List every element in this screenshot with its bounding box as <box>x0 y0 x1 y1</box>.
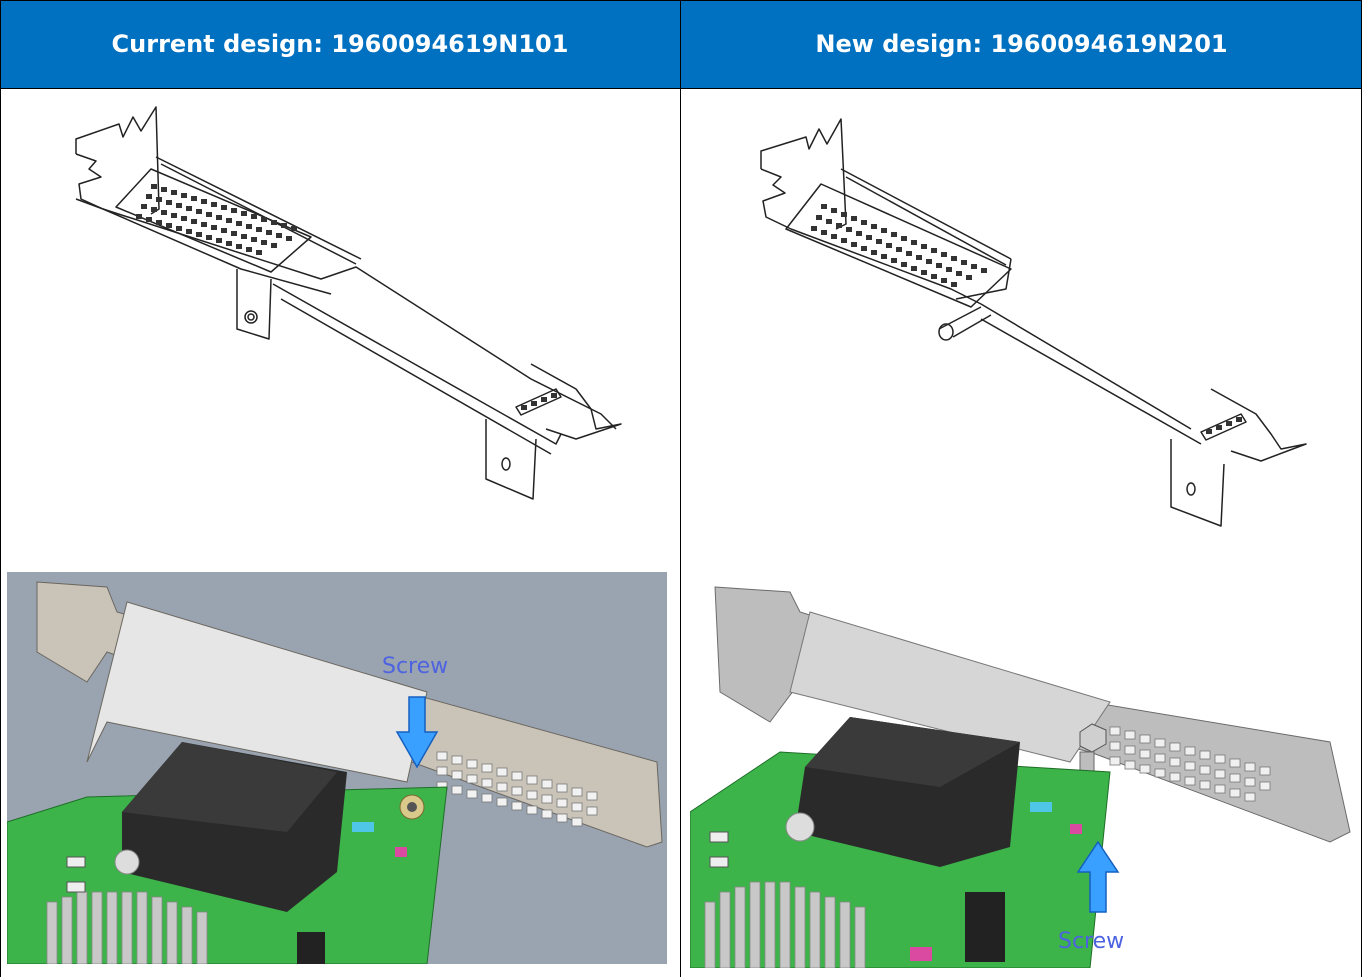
up-arrow-icon <box>1076 840 1120 913</box>
right-screw-label: Screw <box>1058 929 1124 954</box>
header-new-design: New design: 1960094619N201 <box>681 0 1362 88</box>
left-screw-label: Screw <box>382 654 448 679</box>
current-bracket-drawing <box>1 89 680 571</box>
down-arrow-icon <box>395 696 439 769</box>
column-divider <box>680 0 681 977</box>
new-bracket-drawing <box>681 89 1361 571</box>
header-current-design: Current design: 1960094619N101 <box>0 0 680 88</box>
header-divider <box>0 88 1362 89</box>
current-design-render: Screw <box>7 572 667 964</box>
table-border-left <box>0 0 1 977</box>
table-border-top <box>0 0 1362 1</box>
header-new-design-text: New design: 1960094619N201 <box>815 30 1228 58</box>
header-current-design-text: Current design: 1960094619N101 <box>111 30 569 58</box>
new-design-render: Screw <box>690 572 1360 968</box>
